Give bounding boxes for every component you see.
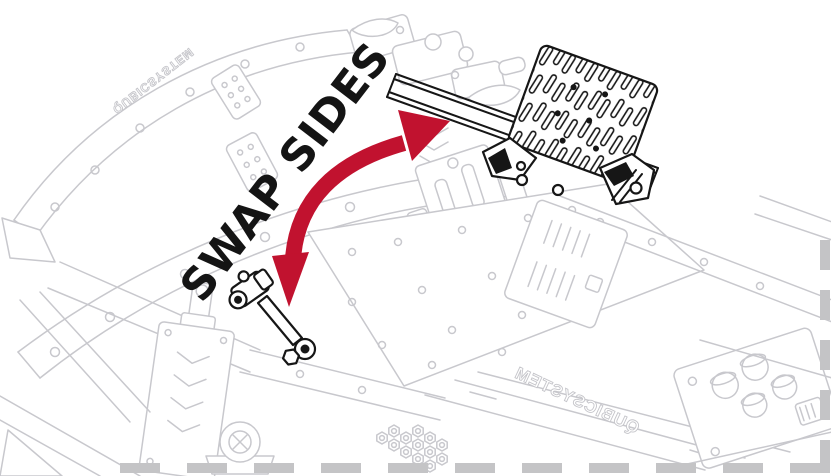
brand-label-arc: QUBICSYSTEM <box>110 45 197 117</box>
turnbuckle-assembly <box>228 268 317 366</box>
swap-arrow-head-top <box>398 110 450 161</box>
page-edge-dash-right <box>820 240 830 476</box>
rail-right-bracket <box>598 152 656 206</box>
left-edge-bracket <box>1 217 56 263</box>
swap-arrow-head-bottom <box>272 252 309 307</box>
deck-plate <box>307 183 705 387</box>
chassis-line-art: QUBICSYSTEM <box>0 14 831 476</box>
footrest-plate <box>507 44 659 184</box>
page-edge-dash-bottom <box>120 463 831 473</box>
lower-left-frame <box>0 291 151 476</box>
motor-mount <box>673 327 831 469</box>
rail-left-bracket <box>481 136 565 197</box>
swap-arrow-body <box>285 135 407 259</box>
pedal-pad-top <box>210 64 262 120</box>
pedal-pad-mid <box>225 132 279 192</box>
vented-cover <box>504 199 628 329</box>
swap-arrow <box>272 110 450 307</box>
actuator <box>138 281 235 476</box>
footrest-assembly <box>386 44 659 206</box>
